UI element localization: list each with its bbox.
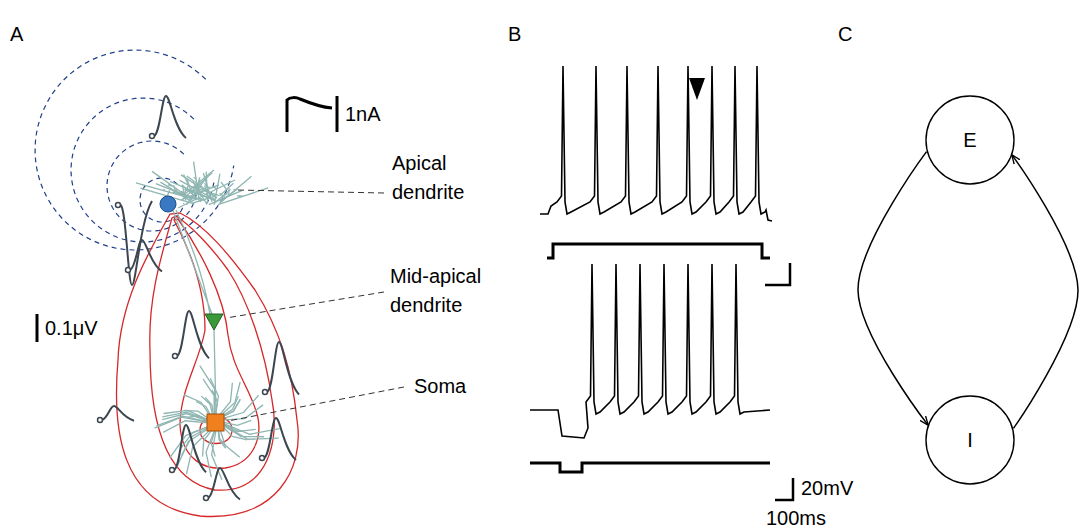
field-contours [116, 213, 298, 516]
scale-label: 100ms [766, 504, 826, 532]
mid-apical-electrode [205, 314, 223, 330]
population-label: E [963, 129, 976, 152]
scale-label: 1nA [345, 100, 381, 129]
part-label: Apical dendrite [392, 149, 492, 207]
part-label: Mid-apical dendrite [390, 262, 510, 320]
arrowhead-marker [689, 78, 705, 100]
population-circle: I [925, 395, 1015, 485]
population-label: I [967, 429, 973, 452]
scale-label: 20mV [801, 474, 853, 503]
scale-label: 0.1μV [45, 314, 98, 343]
apical-electrode [160, 196, 176, 212]
panel-letter: C [838, 20, 852, 49]
extracellular-traces [98, 96, 300, 501]
scale-bars [37, 96, 337, 342]
soma-electrode [207, 414, 224, 431]
leader-lines [226, 190, 404, 421]
population-circle: E [925, 95, 1015, 185]
projection-arrow [1012, 155, 1078, 428]
panel-letter: A [10, 20, 23, 49]
panel-letter: B [508, 20, 521, 49]
projection-arrow [858, 152, 928, 425]
potential-contours [35, 50, 234, 250]
current-steps [530, 244, 793, 500]
part-label: Soma [414, 372, 466, 401]
neuron-morphology [136, 162, 280, 480]
voltage-traces [530, 66, 772, 438]
